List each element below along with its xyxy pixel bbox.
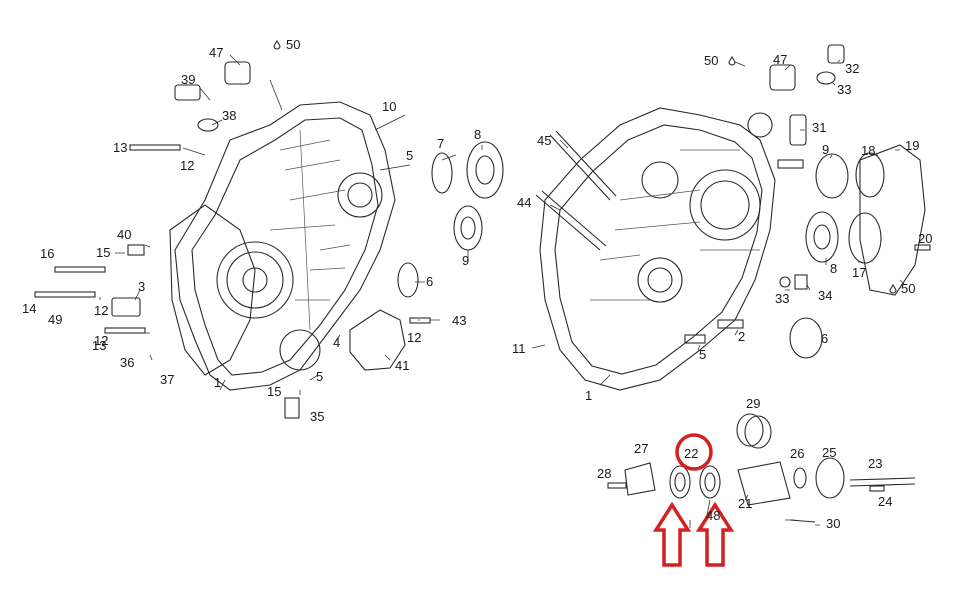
callout-label: 6 <box>821 331 828 346</box>
callout-label: 24 <box>878 494 892 509</box>
callout-label: 47 <box>209 45 223 60</box>
callout-label: 9 <box>822 142 829 157</box>
callout-label: 35 <box>310 409 324 424</box>
callout-label: 15 <box>96 245 110 260</box>
callout-label: 45 <box>537 133 551 148</box>
callout-label: 37 <box>160 372 174 387</box>
callout-label: 29 <box>746 396 760 411</box>
drop-marker-icon <box>889 283 897 294</box>
callout-label: 15 <box>267 384 281 399</box>
callout-label: 13 <box>92 338 106 353</box>
callout-label: 1 <box>214 375 221 390</box>
callout-label: 50 <box>704 53 718 68</box>
callout-label: 41 <box>395 358 409 373</box>
callout-label: 12 <box>94 333 108 348</box>
callout-label: 10 <box>382 99 396 114</box>
callout-label: 32 <box>845 61 859 76</box>
callout-label: 4 <box>333 335 340 350</box>
callout-label: 38 <box>222 108 236 123</box>
callout-label: 18 <box>861 143 875 158</box>
right-crankcase-half <box>531 44 931 391</box>
callout-label: 1 <box>585 388 592 403</box>
red-arrow-right <box>695 501 735 567</box>
callout-label: 21 <box>738 496 752 511</box>
callout-label: 11 <box>512 341 526 356</box>
callout-label: 48 <box>706 508 720 523</box>
callout-label: 22 <box>684 446 698 461</box>
callout-label: 30 <box>826 516 840 531</box>
callout-label: 2 <box>738 329 745 344</box>
callout-label: 5 <box>406 148 413 163</box>
callout-label: 12 <box>94 303 108 318</box>
callout-label: 14 <box>22 301 36 316</box>
inset-oil-pump-parts <box>607 413 916 528</box>
callout-label: 8 <box>474 127 481 142</box>
callout-label: 50 <box>286 37 300 52</box>
callout-label: 12 <box>407 330 421 345</box>
callout-label: 9 <box>462 253 469 268</box>
drop-marker-icon <box>273 39 281 50</box>
callout-label: 17 <box>852 265 866 280</box>
callout-label: 39 <box>181 72 195 87</box>
callout-label: 16 <box>40 246 54 261</box>
callout-label: 33 <box>775 291 789 306</box>
callout-label: 3 <box>138 279 145 294</box>
callout-label: 44 <box>517 195 531 210</box>
callout-label: 20 <box>918 231 932 246</box>
callout-label: 43 <box>452 313 466 328</box>
callout-label: 19 <box>905 138 919 153</box>
callout-label: 50 <box>901 281 915 296</box>
callout-label: 5 <box>316 369 323 384</box>
drop-marker-icon <box>728 55 736 66</box>
callout-label: 23 <box>868 456 882 471</box>
callout-label: 49 <box>48 312 62 327</box>
callout-label: 36 <box>120 355 134 370</box>
callout-label: 33 <box>837 82 851 97</box>
callout-label: 12 <box>180 158 194 173</box>
callout-label: 7 <box>437 136 444 151</box>
callout-label: 47 <box>773 52 787 67</box>
callout-label: 31 <box>812 120 826 135</box>
callout-label: 26 <box>790 446 804 461</box>
left-crankcase-half <box>34 54 504 419</box>
highlight-circle <box>675 433 713 471</box>
callout-label: 40 <box>117 227 131 242</box>
callout-label: 34 <box>818 288 832 303</box>
callout-label: 8 <box>830 261 837 276</box>
callout-label: 28 <box>597 466 611 481</box>
callout-label: 5 <box>699 347 706 362</box>
callout-label: 6 <box>426 274 433 289</box>
callout-label: 27 <box>634 441 648 456</box>
callout-label: 13 <box>113 140 127 155</box>
callout-label: 25 <box>822 445 836 460</box>
red-arrow-left <box>652 501 692 567</box>
